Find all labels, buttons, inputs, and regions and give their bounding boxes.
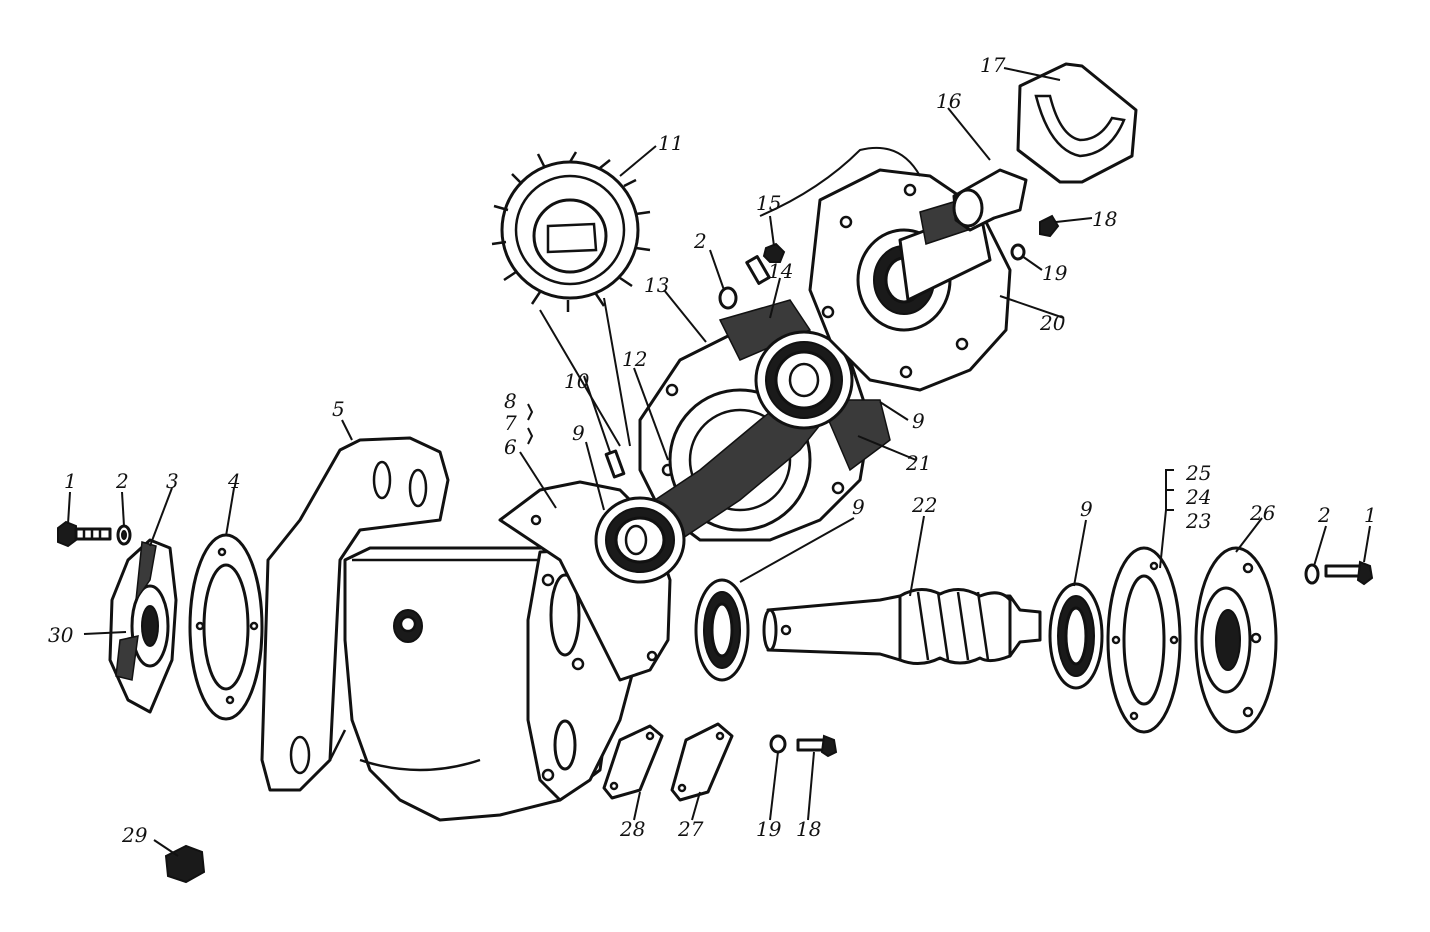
callout-9-worm-left: 9 — [852, 495, 865, 519]
bearing-worm-right — [1048, 582, 1104, 690]
callout-21: 21 — [905, 451, 931, 475]
callout-19-bottom: 19 — [756, 817, 782, 841]
washer-19-bottom — [769, 734, 787, 754]
callout-9-upper-bearing: 9 — [912, 409, 925, 433]
bolt-18-top — [1039, 214, 1060, 238]
callout-labels: 1 2 3 4 5 6 7 8 9 9 9 9 10 11 12 13 14 2… — [48, 53, 1377, 847]
bolt-left — [57, 520, 112, 548]
bearing-upper — [754, 330, 854, 430]
callout-2-right: 2 — [1317, 503, 1331, 527]
callout-4: 4 — [227, 469, 241, 493]
callout-28: 28 — [619, 817, 645, 841]
output-flange — [808, 168, 1012, 392]
worm-shaft — [762, 588, 1042, 665]
callout-7: 7 — [504, 411, 517, 435]
bearing-worm-left — [694, 578, 750, 682]
bearing-lower — [594, 496, 686, 584]
washer-19-top — [1010, 243, 1026, 261]
gasket-left — [188, 533, 264, 721]
end-cover-right — [1194, 546, 1278, 734]
callout-24: 24 — [1185, 485, 1211, 509]
callout-17: 17 — [980, 53, 1006, 77]
callout-29: 29 — [121, 823, 148, 847]
callout-2-middle: 2 — [693, 229, 707, 253]
washer-middle — [718, 286, 738, 310]
callout-11: 11 — [658, 131, 683, 155]
callout-20: 20 — [1039, 311, 1066, 335]
callout-23: 23 — [1185, 509, 1211, 533]
gear-11 — [491, 151, 651, 312]
key-10 — [604, 449, 626, 479]
leader-lines — [67, 67, 1371, 857]
callout-12: 12 — [622, 347, 647, 371]
callout-27: 27 — [677, 817, 704, 841]
callout-13: 13 — [644, 273, 669, 297]
washer-right — [1304, 563, 1320, 585]
callout-30: 30 — [48, 623, 74, 647]
callout-3: 3 — [166, 469, 179, 493]
callout-9-lower-bearing: 9 — [572, 421, 585, 445]
callout-1-left: 1 — [64, 469, 77, 493]
washer-left — [116, 524, 132, 546]
callout-6: 6 — [504, 435, 517, 459]
callout-1-right: 1 — [1364, 503, 1377, 527]
callout-2-left: 2 — [115, 469, 129, 493]
coupling-half — [1016, 62, 1138, 184]
callout-18-top: 18 — [1092, 207, 1117, 231]
callout-5: 5 — [332, 397, 345, 421]
callout-9-worm-right: 9 — [1080, 497, 1093, 521]
callout-19-top: 19 — [1042, 261, 1068, 285]
callout-15: 15 — [756, 191, 781, 215]
fork-coupling — [952, 168, 1028, 232]
bolt-18-bottom — [796, 734, 838, 758]
cover-plate-28 — [602, 724, 664, 800]
bolt-right — [1324, 560, 1374, 586]
callout-25: 25 — [1185, 461, 1211, 485]
callout-8: 8 — [504, 389, 517, 413]
callout-22: 22 — [911, 493, 937, 517]
end-cover-left — [108, 538, 178, 714]
callout-18-bottom: 18 — [796, 817, 821, 841]
gasket-right — [1106, 546, 1182, 734]
cover-plate-27 — [670, 722, 734, 802]
bolt-15 — [745, 242, 786, 285]
callout-16: 16 — [936, 89, 962, 113]
callout-26: 26 — [1249, 501, 1276, 525]
callout-10: 10 — [564, 369, 590, 393]
callout-14: 14 — [768, 259, 793, 283]
